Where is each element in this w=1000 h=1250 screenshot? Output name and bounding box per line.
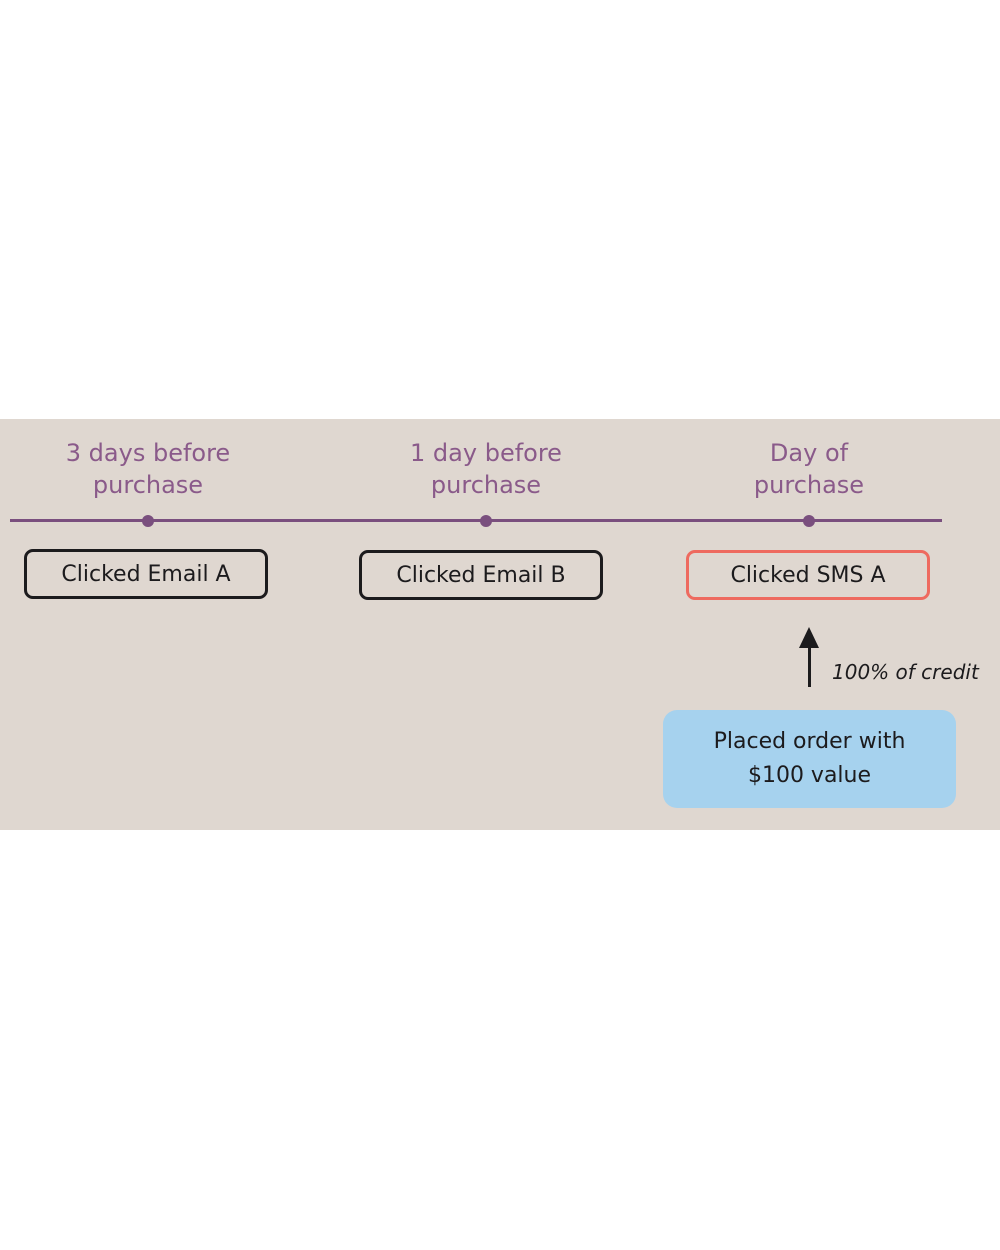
time-label-1-day-before: 1 day before purchase: [410, 439, 562, 499]
event-clicked-sms-a: Clicked SMS A: [686, 550, 930, 600]
timeline-tick-day-of: [803, 515, 815, 527]
credit-label: 100% of credit: [832, 660, 979, 684]
timeline-line: [10, 519, 942, 522]
timeline-tick-3-days-before: [142, 515, 154, 527]
timeline-tick-1-day-before: [480, 515, 492, 527]
time-label-day-of: Day of purchase: [753, 439, 865, 499]
event-clicked-email-a: Clicked Email A: [24, 549, 268, 599]
time-label-3-days-before: 3 days before purchase: [65, 439, 231, 499]
placed-order-box: Placed order with $100 value: [663, 710, 956, 808]
event-clicked-email-b: Clicked Email B: [359, 550, 603, 600]
arrow-up-icon: [799, 627, 819, 648]
arrow-shaft: [808, 646, 811, 687]
